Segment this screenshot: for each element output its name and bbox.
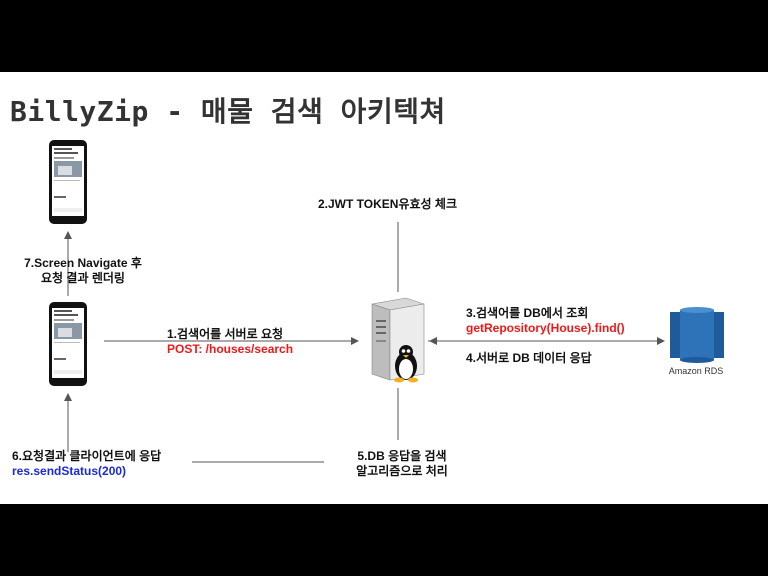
step-3-label: 3.검색어를 DB에서 조회 getRepository(House).find… (466, 306, 625, 335)
step-5-label: 5.DB 응답을 검색 알고리즘으로 처리 (356, 449, 448, 478)
step-1-label: 1.검색어를 서버로 요청 POST: /houses/search (167, 327, 294, 356)
server-icon (371, 297, 425, 383)
step-4-label: 4.서버로 DB 데이터 응답 (466, 351, 592, 365)
smartphone-icon (49, 140, 87, 224)
linux-penguin-icon (394, 345, 418, 383)
step-7-label: 7.Screen Navigate 후 요청 결과 렌더링 (24, 256, 142, 285)
page-title: BillyZip - 매물 검색 아키텍쳐 (10, 95, 446, 128)
amazon-rds-icon (670, 307, 724, 363)
db-label: Amazon RDS (668, 366, 724, 376)
slide-canvas (0, 72, 768, 504)
step-6-label: 6.요청결과 클라이언트에 응답 res.sendStatus(200) (12, 449, 162, 478)
smartphone-icon (49, 302, 87, 386)
step-2-label: 2.JWT TOKEN유효성 체크 (318, 197, 457, 211)
